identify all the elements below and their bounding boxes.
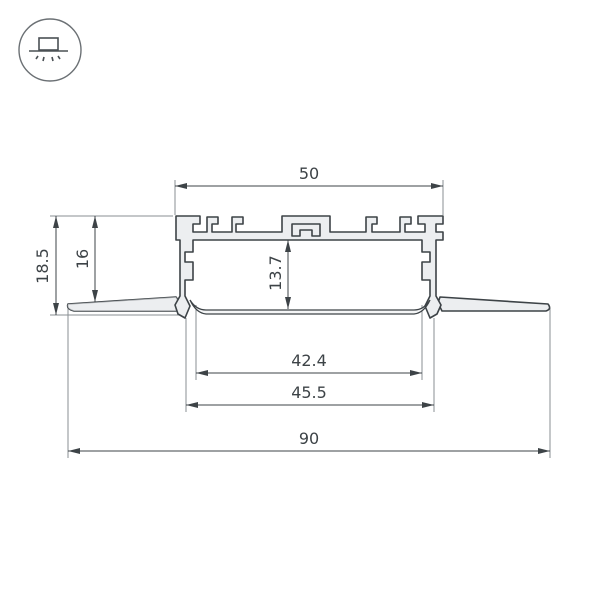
dimension-diffuser-width: 42.4 [196, 351, 422, 376]
aluminium-profile [66, 215, 551, 319]
dim-label-opening-width: 45.5 [291, 383, 327, 402]
dimension-overall-width: 90 [68, 429, 550, 454]
dim-label-top-width: 50 [299, 164, 319, 183]
dim-label-overall-width: 90 [299, 429, 319, 448]
recessed-ceiling-light-icon [18, 18, 82, 82]
dimension-inner-height: 13.7 [266, 240, 291, 309]
dim-label-body-height: 16 [73, 249, 92, 269]
dimension-overall-height: 18.5 [33, 216, 59, 315]
dim-label-diffuser-width: 42.4 [291, 351, 327, 370]
dimension-top-width: 50 [175, 164, 443, 189]
dim-label-overall-height: 18.5 [33, 248, 52, 284]
dimension-body-height: 16 [73, 216, 98, 302]
dim-label-inner-height: 13.7 [266, 255, 285, 291]
dimension-opening-width: 45.5 [186, 383, 434, 408]
extension-lines [50, 180, 551, 458]
